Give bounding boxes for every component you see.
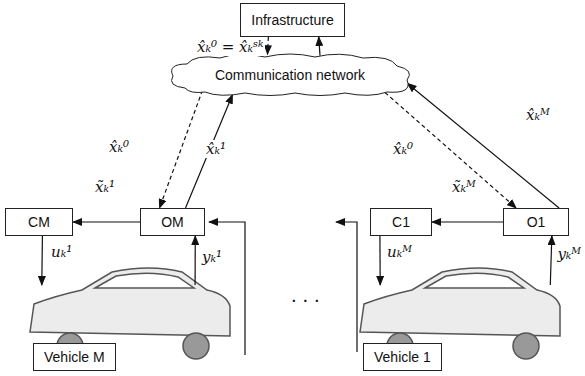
inter-vehicle-wire: [209, 222, 357, 355]
signal-label: x̂ₖᴹ: [525, 106, 551, 124]
observer-box: O1: [503, 208, 569, 236]
dashed-arrow: [385, 93, 516, 209]
signal-arrow: [319, 37, 320, 56]
signal-label: uₖ¹: [50, 243, 73, 261]
controller-box: CM: [5, 208, 73, 236]
vehicle-node: Vehicle M: [25, 285, 235, 373]
signal-arrow: [73, 221, 140, 222]
controller-box: C1: [370, 208, 432, 236]
signal-arrow: [432, 221, 503, 222]
vehicle-label: Vehicle 1: [363, 343, 442, 371]
signal-label: yₖ¹: [201, 248, 223, 266]
dashed-arrow: [160, 90, 203, 208]
node-label: Communication network: [215, 67, 365, 83]
signal-arrow: [550, 236, 552, 285]
network-cloud: Communication network: [165, 52, 415, 97]
dashed-arrow: [267, 37, 269, 54]
observer-box: OM: [140, 208, 205, 236]
vehicle-node: Vehicle 1: [355, 285, 565, 373]
signal-label: x̂ₖ⁰ = x̂ₖˢᵏ: [196, 38, 265, 56]
signal-arrow: [41, 236, 43, 285]
vehicle-label: Vehicle M: [33, 343, 116, 371]
ellipsis: · · ·: [290, 292, 321, 310]
node-label: Infrastructure: [251, 12, 333, 28]
signal-label: uₖᴹ: [386, 243, 413, 261]
signal-arrow: [408, 84, 560, 209]
node-label: O1: [527, 214, 546, 230]
node-label: C1: [392, 214, 410, 230]
signal-label: x̃ₖ¹: [94, 178, 116, 196]
signal-label: x̂ₖ¹: [205, 140, 227, 158]
signal-arrow: [186, 95, 233, 208]
signal-arrow: [195, 236, 196, 285]
signal-arrow: [379, 236, 380, 285]
signal-label: x̃ₖᴹ: [451, 178, 477, 196]
signal-label: x̂ₖ⁰: [392, 140, 414, 158]
node-label: OM: [161, 214, 184, 230]
node-label: CM: [28, 214, 50, 230]
signal-label: x̂ₖ⁰: [108, 138, 130, 156]
signal-label: yₖᴹ: [556, 245, 582, 263]
infrastructure-box: Infrastructure: [240, 3, 345, 37]
